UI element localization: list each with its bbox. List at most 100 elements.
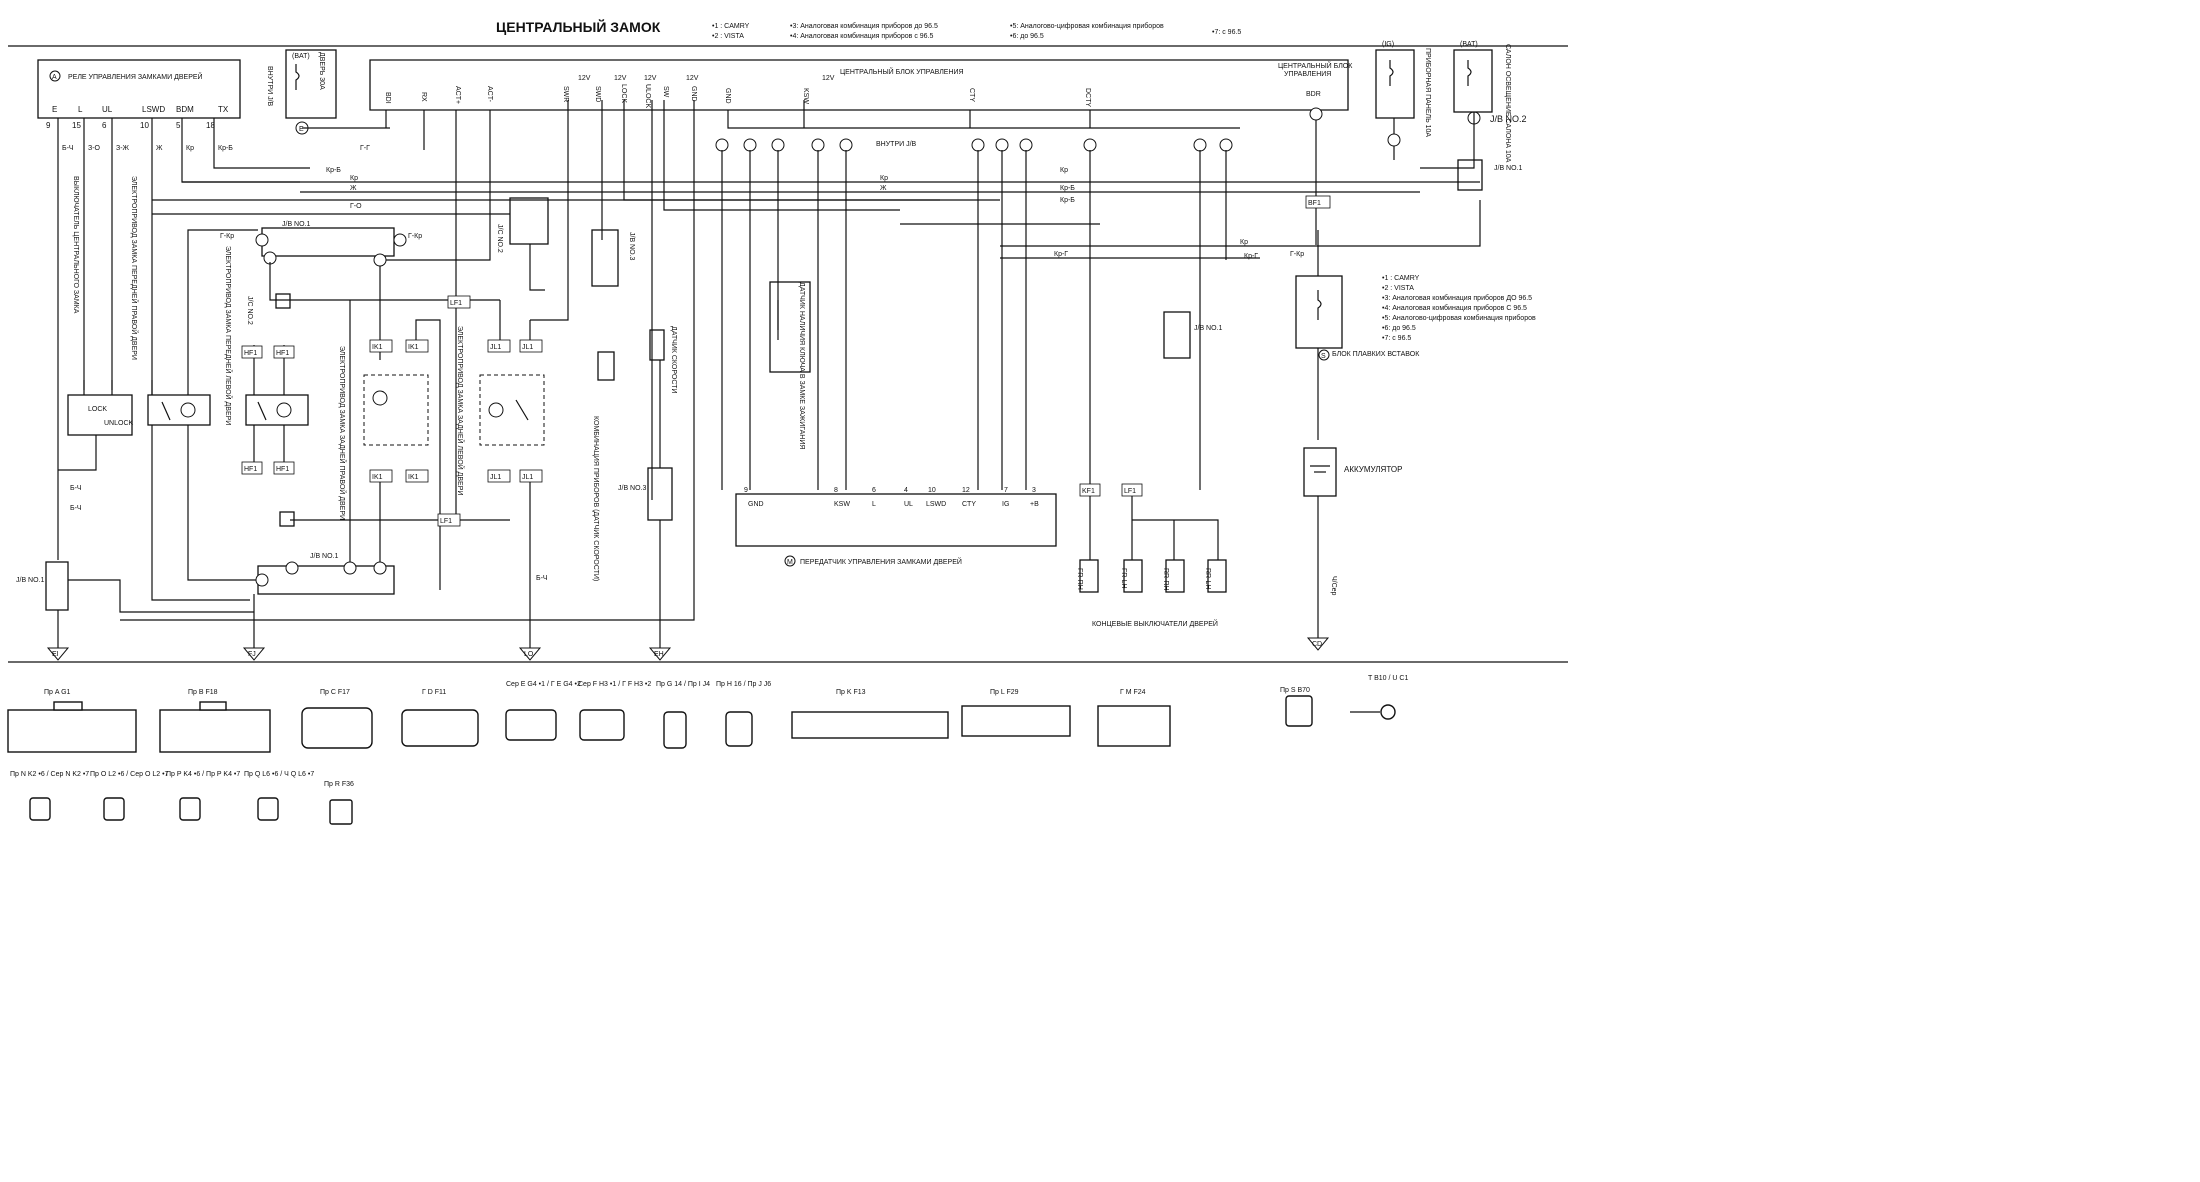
svg-text:Пр A G1: Пр A G1 xyxy=(44,689,71,696)
svg-text:LSWD: LSWD xyxy=(142,105,165,114)
svg-text:(BAT): (BAT) xyxy=(1460,41,1478,48)
svg-text:Пр L F29: Пр L F29 xyxy=(990,689,1019,696)
svg-text:ДАТЧИК НАЛИЧИЯ КЛЮЧА В ЗАМКЕ З: ДАТЧИК НАЛИЧИЯ КЛЮЧА В ЗАМКЕ ЗАЖИГАНИЯ xyxy=(798,282,805,449)
svg-text:(BAT): (BAT) xyxy=(292,53,310,60)
svg-text:ЭЛЕКТРОПРИВОД ЗАМКА ПЕРЕДНЕЙ Л: ЭЛЕКТРОПРИВОД ЗАМКА ПЕРЕДНЕЙ ЛЕВОЙ ДВЕРИ xyxy=(224,246,233,425)
key-sensor xyxy=(769,281,811,373)
svg-text:JL1: JL1 xyxy=(490,344,501,351)
svg-text:Кр-Г: Кр-Г xyxy=(1244,253,1258,260)
svg-text:4: 4 xyxy=(904,487,908,494)
svg-text:ДВЕРЬ 30А: ДВЕРЬ 30А xyxy=(318,52,325,90)
svg-text:Пр P K4 •6 / Пр P K4 •7: Пр P K4 •6 / Пр P K4 •7 xyxy=(166,771,240,778)
svg-text:Кр: Кр xyxy=(350,175,358,182)
svg-text:RX: RX xyxy=(420,92,427,102)
svg-text:•4: Аналоговая комбинация приб: •4: Аналоговая комбинация приборов С 96.… xyxy=(1382,304,1527,312)
svg-text:УПРАВЛЕНИЯ: УПРАВЛЕНИЯ xyxy=(1284,71,1331,78)
svg-text:E: E xyxy=(52,105,57,114)
svg-text:10: 10 xyxy=(928,487,936,494)
svg-text:GND: GND xyxy=(748,501,764,508)
svg-text:JL1: JL1 xyxy=(522,474,533,481)
svg-text:JL1: JL1 xyxy=(490,474,501,481)
svg-text:HF1: HF1 xyxy=(244,466,257,473)
svg-text:•5: Аналогово-цифровая комбина: •5: Аналогово-цифровая комбинация прибор… xyxy=(1382,314,1536,322)
svg-text:+B: +B xyxy=(1030,501,1039,508)
svg-text:LF1: LF1 xyxy=(450,300,462,307)
central-control-unit: ЦЕНТРАЛЬНЫЙ БЛОК УПРАВЛЕНИЯ ЦЕНТРАЛЬНЫЙ … xyxy=(369,59,1353,148)
svg-text:UL: UL xyxy=(904,501,913,508)
svg-text:UL: UL xyxy=(102,105,113,114)
top-legend: •1 : CAMRY •2 : VISTA •3: Аналоговая ком… xyxy=(712,22,1241,40)
legend-1: •1 : CAMRY xyxy=(712,23,750,30)
svg-text:З-О: З-О xyxy=(88,145,101,152)
svg-text:IK1: IK1 xyxy=(372,344,383,351)
svg-text:KF1: KF1 xyxy=(1082,488,1095,495)
door-switches-title: КОНЦЕВЫЕ ВЫКЛЮЧАТЕЛИ ДВЕРЕЙ xyxy=(1092,619,1218,628)
svg-text:Б-Ч: Б-Ч xyxy=(536,575,548,582)
svg-text:•7: с 96.5: •7: с 96.5 xyxy=(1382,335,1411,342)
svg-text:SWR: SWR xyxy=(562,86,569,102)
svg-text:JL1: JL1 xyxy=(522,344,533,351)
svg-text:J/C NO.2: J/C NO.2 xyxy=(246,296,253,325)
svg-text:TX: TX xyxy=(218,105,229,114)
svg-text:J/C NO.2: J/C NO.2 xyxy=(496,224,503,253)
legend-6: •6: до 96.5 xyxy=(1010,33,1044,40)
svg-text:ВНУТРИ J/B: ВНУТРИ J/B xyxy=(876,141,917,148)
svg-text:A: A xyxy=(52,74,57,81)
svg-text:Ч/Сер: Ч/Сер xyxy=(1330,576,1337,596)
svg-text:LO: LO xyxy=(524,651,534,658)
svg-text:5: 5 xyxy=(176,121,181,130)
svg-text:Пр S B70: Пр S B70 xyxy=(1280,687,1310,694)
svg-text:Г-Кр: Г-Кр xyxy=(1290,251,1304,258)
legend-5: •5: Аналогово-цифровая комбинация прибор… xyxy=(1010,22,1164,30)
fuse-block: S БЛОК ПЛАВКИХ ВСТАВОК xyxy=(1295,275,1420,361)
svg-text:T B10 / U C1: T B10 / U C1 xyxy=(1368,675,1408,682)
svg-text:ACT-: ACT- xyxy=(486,86,493,103)
svg-text:S: S xyxy=(1321,353,1326,360)
svg-text:ACT+: ACT+ xyxy=(454,86,461,104)
svg-text:BDI: BDI xyxy=(384,92,391,104)
svg-text:Пр H 16 / Пр J J6: Пр H 16 / Пр J J6 xyxy=(716,681,771,688)
ig-fuse-box: (IG) ПРИБОРНАЯ ПАНЕЛЬ 10А xyxy=(1375,41,1431,137)
svg-text:12V: 12V xyxy=(822,75,835,82)
svg-text:FR-LH: FR-LH xyxy=(1120,568,1127,589)
svg-text:10: 10 xyxy=(140,121,149,130)
svg-text:Пр B F18: Пр B F18 xyxy=(188,689,218,696)
svg-text:Кр: Кр xyxy=(880,175,888,182)
svg-text:КОМБИНАЦИЯ ПРИБОРОВ (ДАТЧИК СК: КОМБИНАЦИЯ ПРИБОРОВ (ДАТЧИК СКОРОСТИ) xyxy=(592,416,599,581)
svg-text:IG: IG xyxy=(1002,501,1009,508)
svg-text:6: 6 xyxy=(872,487,876,494)
svg-text:IK1: IK1 xyxy=(372,474,383,481)
jb3-block xyxy=(591,229,619,287)
svg-text:Пр R F36: Пр R F36 xyxy=(324,781,354,788)
svg-text:Пр G 14 / Пр I J4: Пр G 14 / Пр I J4 xyxy=(656,681,710,688)
svg-text:Кр-Г: Кр-Г xyxy=(1054,251,1068,258)
svg-text:12V: 12V xyxy=(614,75,627,82)
legend-2: •2 : VISTA xyxy=(712,33,744,40)
jb-block-top xyxy=(261,227,395,257)
svg-text:12V: 12V xyxy=(686,75,699,82)
svg-text:J/B NO.1: J/B NO.1 xyxy=(16,577,45,584)
svg-text:Г-Кр: Г-Кр xyxy=(220,233,234,240)
svg-text:L: L xyxy=(78,105,83,114)
svg-text:DCTY: DCTY xyxy=(1084,88,1091,107)
svg-text:J/B NO.2: J/B NO.2 xyxy=(1490,114,1527,124)
svg-text:IK1: IK1 xyxy=(408,474,419,481)
rear-right-actuator: ЭЛЕКТРОПРИВОД ЗАМКА ЗАДНЕЙ ПРАВОЙ ДВЕРИ … xyxy=(338,339,429,520)
svg-text:RR-LH: RR-LH xyxy=(1204,568,1211,589)
ecu-title: ЦЕНТРАЛЬНЫЙ БЛОК УПРАВЛЕНИЯ xyxy=(840,67,964,76)
svg-text:САЛОН ОСВЕЩЕНИЕ САЛОНА 10А: САЛОН ОСВЕЩЕНИЕ САЛОНА 10А xyxy=(1504,44,1511,163)
svg-text:RR-RH: RR-RH xyxy=(1162,568,1169,591)
rear-left-actuator: ЭЛЕКТРОПРИВОД ЗАМКА ЗАДНЕЙ ЛЕВОЙ ДВЕРИ J… xyxy=(437,295,545,527)
svg-text:J/B NO.1: J/B NO.1 xyxy=(1194,325,1223,332)
svg-text:LOCK: LOCK xyxy=(88,406,107,413)
svg-text:ВЫКЛЮЧАТЕЛЬ ЦЕНТРАЛЬНОГО ЗАМКА: ВЫКЛЮЧАТЕЛЬ ЦЕНТРАЛЬНОГО ЗАМКА xyxy=(72,176,79,314)
svg-text:FR-RH: FR-RH xyxy=(1076,568,1083,590)
legend-4: •4: Аналоговая комбинация приборов с 96.… xyxy=(790,32,934,40)
svg-text:CTY: CTY xyxy=(962,501,976,508)
svg-text:Г-Г: Г-Г xyxy=(360,145,370,152)
svg-text:HF1: HF1 xyxy=(276,350,289,357)
inner-jb-nodes xyxy=(715,107,1481,152)
svg-text:ЭЛЕКТРОПРИВОД ЗАМКА ПЕРЕДНЕЙ П: ЭЛЕКТРОПРИВОД ЗАМКА ПЕРЕДНЕЙ ПРАВОЙ ДВЕР… xyxy=(130,176,139,360)
svg-text:9: 9 xyxy=(46,121,51,130)
svg-text:(IG): (IG) xyxy=(1382,41,1394,48)
